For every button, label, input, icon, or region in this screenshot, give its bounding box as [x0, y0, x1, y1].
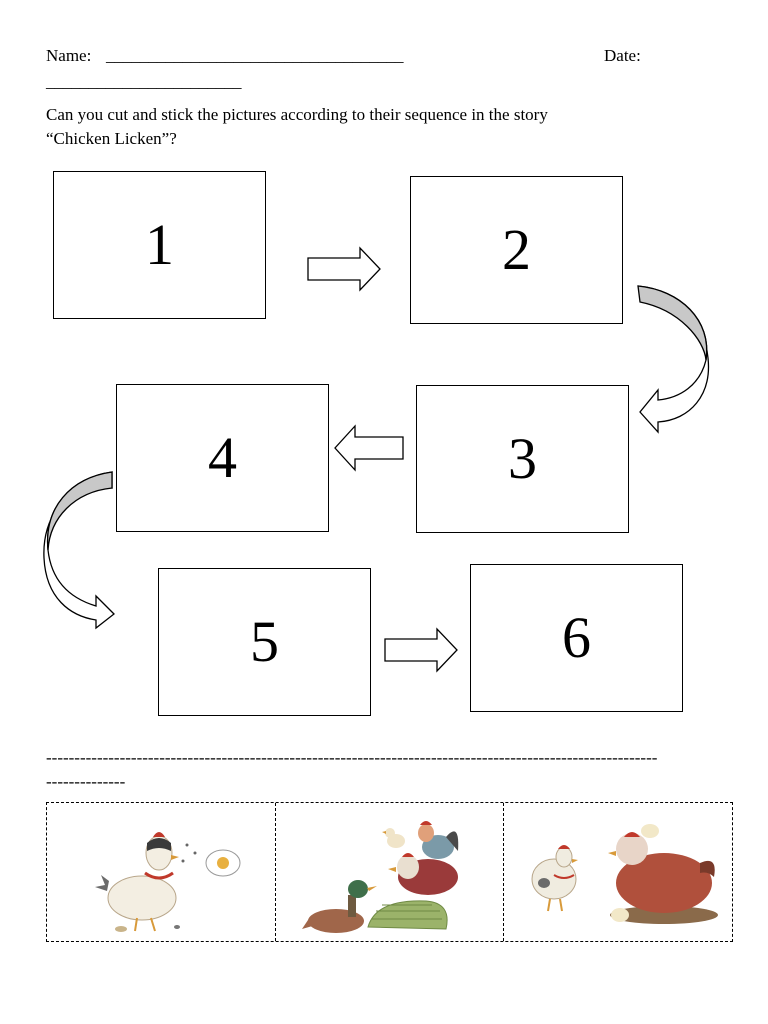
right-arrow-icon — [307, 246, 381, 292]
sequence-number: 1 — [145, 212, 174, 277]
hen-with-chicks-illustration — [531, 824, 719, 924]
name-field-line[interactable]: ___________________________________ — [106, 46, 404, 65]
chicken-looking-at-egg-illustration — [95, 832, 241, 932]
sequence-number: 2 — [502, 217, 531, 282]
right-arrow-icon — [384, 627, 458, 673]
cut-line-continuation: -------------- — [46, 772, 126, 791]
cut-line: ----------------------------------------… — [46, 748, 658, 767]
picture-card-1[interactable] — [47, 803, 275, 941]
duck-goose-hen-rooster-stack-illustration — [301, 821, 458, 933]
left-arrow-icon — [334, 424, 404, 472]
sequence-box-3[interactable]: 3 — [416, 385, 629, 533]
sequence-box-6[interactable]: 6 — [470, 564, 683, 712]
sequence-box-1[interactable]: 1 — [53, 171, 266, 319]
cut-out-pictures-strip — [46, 802, 733, 942]
instructions-line-1: Can you cut and stick the pictures accor… — [46, 105, 548, 124]
sequence-number: 3 — [508, 426, 537, 491]
sequence-box-4[interactable]: 4 — [116, 384, 329, 532]
sequence-box-2[interactable]: 2 — [410, 176, 623, 324]
curved-arrow-down-icon — [637, 285, 710, 434]
instructions-line-2: “Chicken Licken”? — [46, 129, 177, 148]
picture-card-3[interactable] — [503, 803, 732, 941]
sequence-box-5[interactable]: 5 — [158, 568, 371, 716]
picture-card-2[interactable] — [274, 803, 504, 941]
date-field-line[interactable]: _______________________ — [46, 72, 242, 91]
curved-arrow-down-icon — [43, 471, 115, 630]
name-label: Name: — [46, 46, 92, 65]
sequence-number: 6 — [562, 605, 591, 670]
instructions: Can you cut and stick the pictures accor… — [46, 103, 726, 151]
date-label: Date: — [604, 46, 641, 65]
sequence-number: 4 — [208, 425, 237, 490]
sequence-number: 5 — [250, 609, 279, 674]
